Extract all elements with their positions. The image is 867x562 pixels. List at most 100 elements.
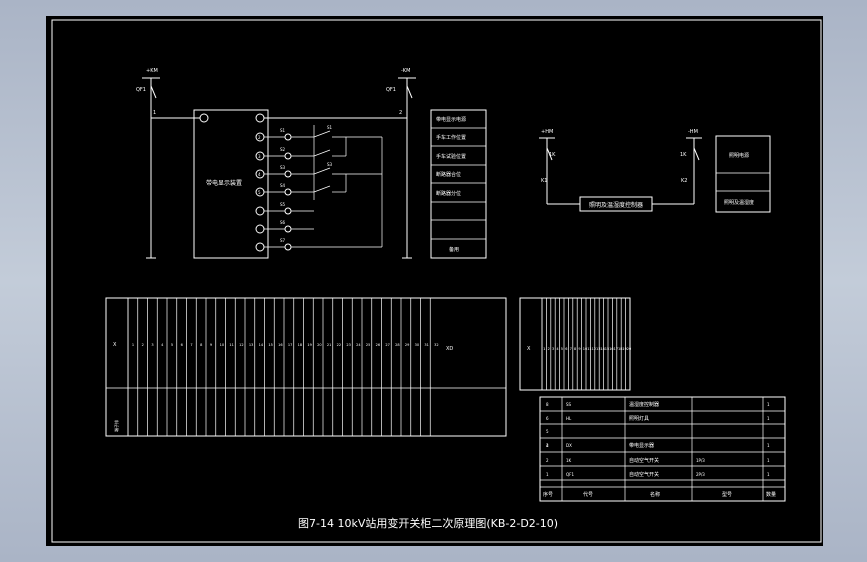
strip-left-column-number: 5 [171, 343, 173, 347]
strip-left-column-number: 17 [288, 343, 292, 347]
strip-right-column-number: 14 [600, 347, 605, 351]
strip-right-column-number: 15 [605, 347, 609, 351]
drawing-background [46, 16, 823, 546]
strip-right-column-number: 2 [548, 347, 550, 351]
strip-left-column-number: 25 [366, 343, 370, 347]
right-circuit-right-wire: K2 [681, 178, 687, 184]
legend-row: 带电显示电源 [436, 116, 466, 123]
legend-row: 断路器分位 [436, 190, 461, 197]
strip-right-column-number: 13 [596, 347, 600, 351]
device-input-terminal [199, 113, 209, 123]
right-circuit-right-breaker [693, 147, 700, 161]
display-device-box [193, 109, 269, 259]
contact-label: S6 [280, 220, 286, 225]
switch-contacts: S1 S3 [291, 125, 383, 248]
bom-cell: 1 [767, 443, 770, 448]
bom-cell: SS [566, 402, 572, 407]
strip-left-column-number: 9 [210, 343, 212, 347]
contact-label: S2 [280, 147, 286, 152]
bom-cell: 4 [546, 443, 549, 448]
strip-left-column-number: 6 [181, 343, 183, 347]
strip-left-column-number: 16 [278, 343, 282, 347]
bom-cell: 自动空气开关 [629, 471, 659, 478]
bom-table: 8 SS 温湿度控制器 1 6 HL 照明灯具 1 5 4 3 DX 带电显示器… [539, 396, 786, 502]
legend-row: 断路器合位 [436, 171, 461, 178]
left-wire-number: 1 [153, 110, 156, 116]
bom-header: 代号 [583, 491, 593, 498]
strip-right-column-number: 1 [543, 347, 545, 351]
bom-header: 名称 [650, 491, 660, 498]
terminal-strip-right-label: XD [446, 346, 453, 352]
strip-left-column-number: 24 [356, 343, 361, 347]
terminal-1 [255, 113, 265, 123]
right-bus-label: -KM [401, 68, 410, 74]
strip-left-column-number: 30 [415, 343, 419, 347]
contact-label: S3 [280, 165, 286, 170]
strip-right-column-number: 10 [583, 347, 587, 351]
strip-right-column-number: 8 [574, 347, 576, 351]
strip-left-column-number: 29 [405, 343, 409, 347]
bom-header: 序号 [543, 491, 553, 498]
bom-cell: 2 [546, 458, 549, 463]
strip-left-column-number: 8 [200, 343, 202, 347]
drawing-frame [51, 19, 822, 543]
legend-row: 手车工作位置 [436, 134, 466, 141]
strip-left-column-number: 22 [337, 343, 341, 347]
strip-right-column-number: 17 [614, 347, 618, 351]
bom-cell: 1 [767, 472, 770, 477]
terminal-strip-right-x-label: X [527, 346, 531, 352]
strip-right-column-number: 16 [609, 347, 613, 351]
strip-right-column-number: 19 [622, 347, 626, 351]
left-circuit: +KM -KM QF1 QF1 1 2 带电显示装置 2 [136, 68, 487, 259]
switch-label: S3 [327, 162, 333, 167]
strip-right-column-number: 4 [556, 347, 559, 351]
left-bus-label: +KM [146, 68, 158, 74]
right-wire-number: 2 [399, 110, 402, 116]
bom-cell: 照明灯具 [629, 415, 649, 422]
right-circuit-left-breaker [546, 147, 553, 161]
terminal-label: 2 [258, 135, 261, 140]
drawing-title: 图7-14 10kV站用变开关柜二次原理图(KB-2-D2-10) [298, 516, 558, 530]
right-circuit-left-wire: K1 [541, 178, 547, 184]
contact-label: S4 [280, 183, 286, 188]
strip-left-column-number: 14 [259, 343, 264, 347]
strip-left-column-number: 15 [268, 343, 272, 347]
strip-left-column-number: 3 [151, 343, 153, 347]
bom-cell: 2P/3 [696, 472, 705, 477]
left-legend-table: 带电显示电源 手车工作位置 手车试验位置 断路器合位 断路器分位 备用 [430, 109, 487, 259]
controller-label: 照明及温湿度控制器 [589, 201, 643, 209]
right-circuit: +HM -HM 1K 1K K1 K2 照明及温湿度控制器 照明电源 照明及温湿… [539, 129, 771, 213]
bom-cell: 1 [767, 416, 770, 421]
legend-row: 备用 [449, 246, 459, 253]
strip-left-column-number: 7 [190, 343, 192, 347]
strip-left-column-number: 12 [239, 343, 243, 347]
right-circuit-left-breaker-label: 1K [549, 152, 556, 158]
terminal-label: 5 [258, 190, 261, 195]
strip-left-column-number: 27 [385, 343, 389, 347]
strip-left-column-number: 1 [132, 343, 134, 347]
bom-cell: 5 [546, 429, 549, 434]
terminal-label: 4 [258, 172, 261, 177]
right-legend-table: 照明电源 照明及温湿度 [715, 135, 771, 213]
strip-right-column-number: 7 [570, 347, 572, 351]
right-breaker-label: QF1 [386, 87, 396, 93]
bom-cell: 温湿度控制器 [629, 401, 659, 408]
strip-left-column-number: 26 [376, 343, 380, 347]
display-device-label: 带电显示装置 [206, 179, 242, 187]
left-breaker-symbol [150, 85, 157, 99]
contact-label: S7 [280, 238, 286, 243]
right-breaker-symbol [406, 85, 413, 99]
bom-cell: HL [566, 416, 572, 421]
bom-cell: 3 [546, 443, 549, 448]
contact-label: S5 [280, 202, 286, 207]
right-legend-row: 照明及温湿度 [724, 199, 754, 206]
legend-row: 手车试验位置 [436, 153, 466, 160]
strip-left-column-number: 28 [395, 343, 399, 347]
contact-label: S1 [280, 128, 286, 133]
strip-left-column-number: 19 [307, 343, 311, 347]
strip-right-column-number: 12 [592, 347, 596, 351]
strip-left-column-number: 18 [298, 343, 302, 347]
strip-left-column-number: 13 [249, 343, 253, 347]
bom-cell: DX [566, 443, 572, 448]
